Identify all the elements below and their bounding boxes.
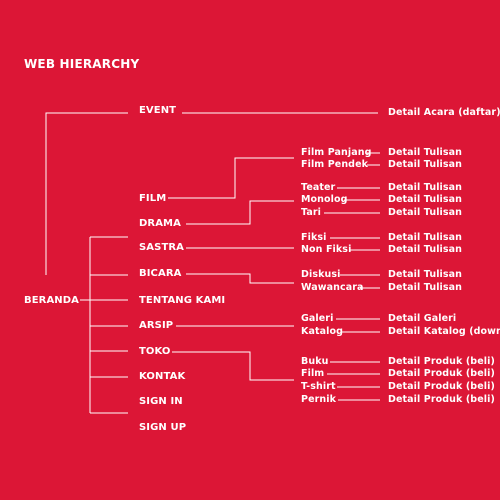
node-detail-tulisan: Detail Tulisan	[388, 182, 463, 193]
node-detail-acara: Detail Acara (daftar)	[388, 107, 500, 118]
node-detail-tulisan: Detail Tulisan	[388, 147, 463, 158]
node-film-panjang: Film Panjang	[301, 147, 372, 158]
node-detail-tulisan: Detail Tulisan	[388, 232, 463, 243]
node-detail-produk: Detail Produk (beli)	[388, 394, 495, 405]
line-bicara	[186, 273, 294, 284]
node-diskusi: Diskusi	[301, 269, 341, 280]
node-tentang-kami: TENTANG KAMI	[139, 295, 226, 306]
node-fiksi: Fiksi	[301, 232, 327, 243]
node-pernik: Pernik	[301, 394, 337, 405]
node-wawancara: Wawancara	[301, 282, 364, 293]
node-tshirt: T-shirt	[301, 381, 336, 392]
line-film	[168, 157, 294, 199]
node-monolog: Monolog	[301, 194, 348, 205]
node-detail-produk: Detail Produk (beli)	[388, 381, 495, 392]
node-drama: DRAMA	[139, 218, 181, 229]
node-detail-katalog: Detail Katalog (download)	[388, 326, 500, 337]
line-drama	[186, 200, 294, 225]
node-bicara: BICARA	[139, 268, 182, 279]
node-film-produk: Film	[301, 368, 325, 379]
node-detail-tulisan: Detail Tulisan	[388, 282, 463, 293]
node-detail-produk: Detail Produk (beli)	[388, 356, 495, 367]
line-beranda-event	[45, 112, 128, 275]
node-detail-produk: Detail Produk (beli)	[388, 368, 495, 379]
node-kontak: KONTAK	[139, 371, 186, 382]
node-beranda: BERANDA	[24, 295, 80, 306]
node-detail-tulisan: Detail Tulisan	[388, 159, 463, 170]
node-detail-tulisan: Detail Tulisan	[388, 244, 463, 255]
node-detail-tulisan: Detail Tulisan	[388, 207, 463, 218]
node-sastra: SASTRA	[139, 242, 185, 253]
node-film: FILM	[139, 193, 167, 204]
node-galeri: Galeri	[301, 313, 334, 324]
node-sign-up: SIGN UP	[139, 422, 187, 433]
page-title: WEB HIERARCHY	[24, 57, 140, 71]
node-non-fiksi: Non Fiksi	[301, 244, 352, 255]
node-event: EVENT	[139, 105, 177, 116]
line-toko	[172, 351, 294, 381]
node-toko: TOKO	[139, 346, 171, 357]
node-katalog: Katalog	[301, 326, 344, 337]
node-sign-in: SIGN IN	[139, 396, 183, 407]
node-teater: Teater	[301, 182, 336, 193]
node-tari: Tari	[301, 207, 322, 218]
node-detail-tulisan: Detail Tulisan	[388, 269, 463, 280]
node-buku: Buku	[301, 356, 329, 367]
node-detail-galeri: Detail Galeri	[388, 313, 457, 324]
node-arsip: ARSIP	[139, 320, 174, 331]
node-film-pendek: Film Pendek	[301, 159, 369, 170]
node-detail-tulisan: Detail Tulisan	[388, 194, 463, 205]
